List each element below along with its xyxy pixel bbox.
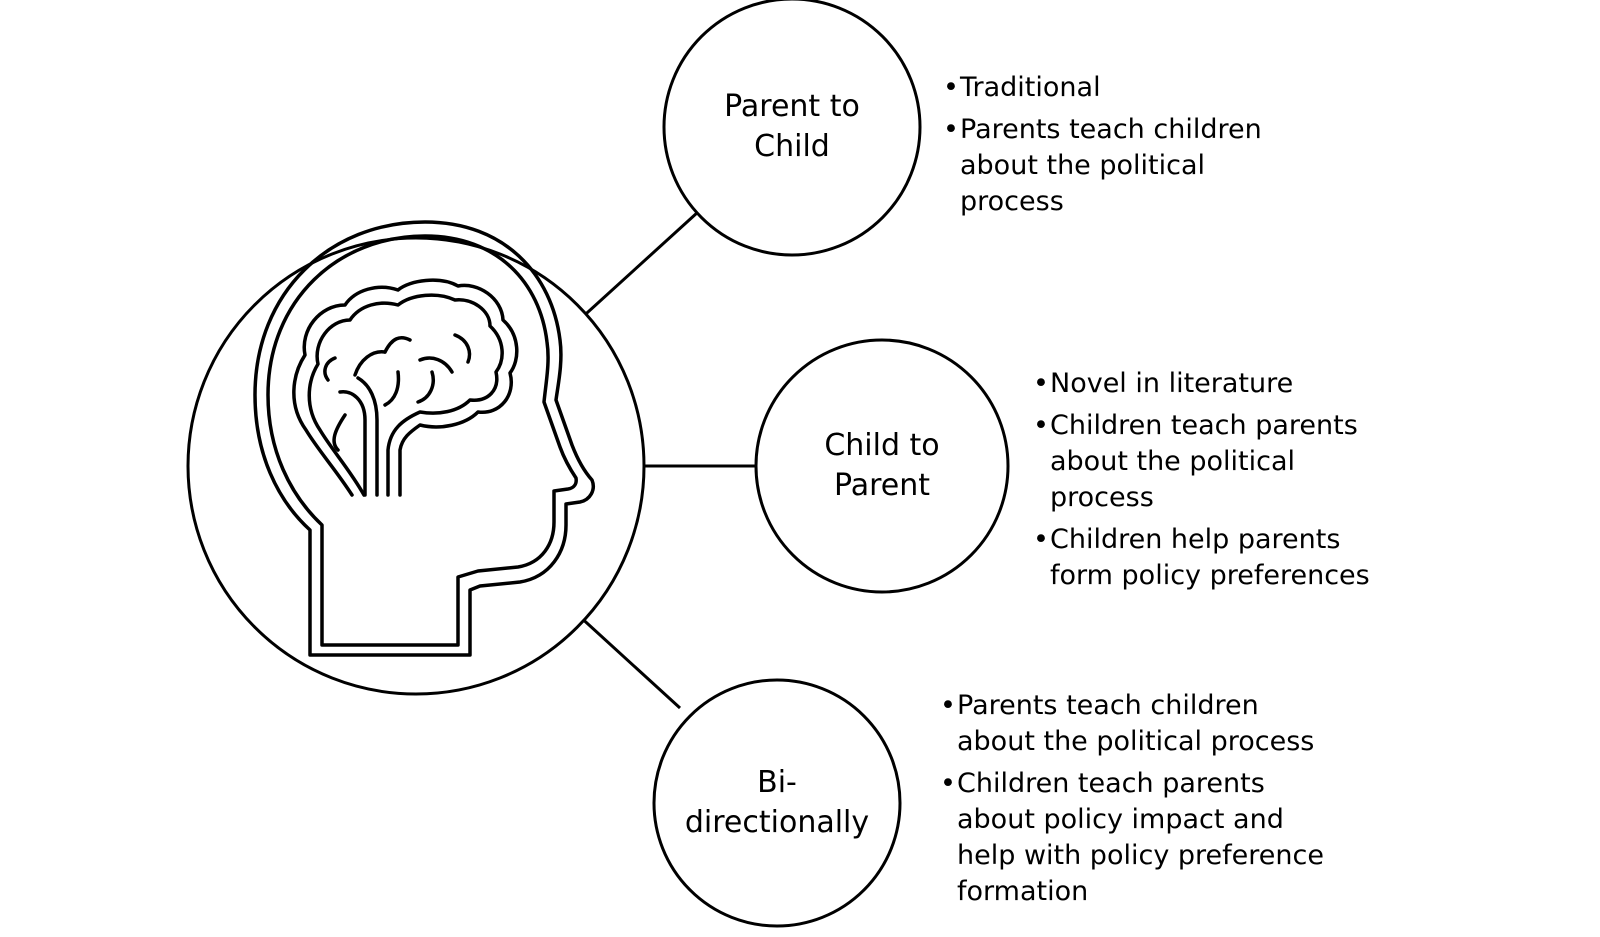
bullet-item: Novel in literature <box>1033 366 1405 402</box>
node-label-line: Child <box>754 129 830 164</box>
bullet-item: Parents teach children about the politic… <box>943 112 1315 220</box>
bullet-item: Traditional <box>943 70 1315 106</box>
node-label-line: Parent <box>833 468 931 503</box>
bullet-list-bi-directionally: Parents teach children about the politic… <box>940 688 1342 916</box>
connector-line-bi-directionally <box>575 612 682 710</box>
node-circle-parent-to-child <box>662 0 922 257</box>
node-label-parent-to-child: Parent to Child <box>692 87 892 167</box>
bullet-item: Parents teach children about the politic… <box>940 688 1342 760</box>
node-circle-bi-directionally <box>652 678 902 928</box>
center-circle <box>186 236 646 696</box>
node-label-child-to-parent: Child to Parent <box>782 426 982 506</box>
connector-line-parent-to-child <box>575 210 700 324</box>
bullet-item: Children help parents form policy prefer… <box>1033 522 1405 594</box>
bullet-item: Children teach parents about the politic… <box>1033 408 1405 516</box>
node-label-line: directionally <box>684 805 870 840</box>
bullet-item: Children teach parents about policy impa… <box>940 766 1342 910</box>
node-label-line: Bi- <box>757 765 797 800</box>
node-circle-child-to-parent <box>754 338 1010 594</box>
bullet-list-parent-to-child: Traditional Parents teach children about… <box>943 70 1315 226</box>
bullet-list-child-to-parent: Novel in literature Children teach paren… <box>1033 366 1405 600</box>
node-label-line: Parent to <box>724 89 860 124</box>
head-brain-icon <box>253 220 595 657</box>
node-label-bi-directionally: Bi- directionally <box>667 763 887 843</box>
node-label-line: Child to <box>824 428 940 463</box>
